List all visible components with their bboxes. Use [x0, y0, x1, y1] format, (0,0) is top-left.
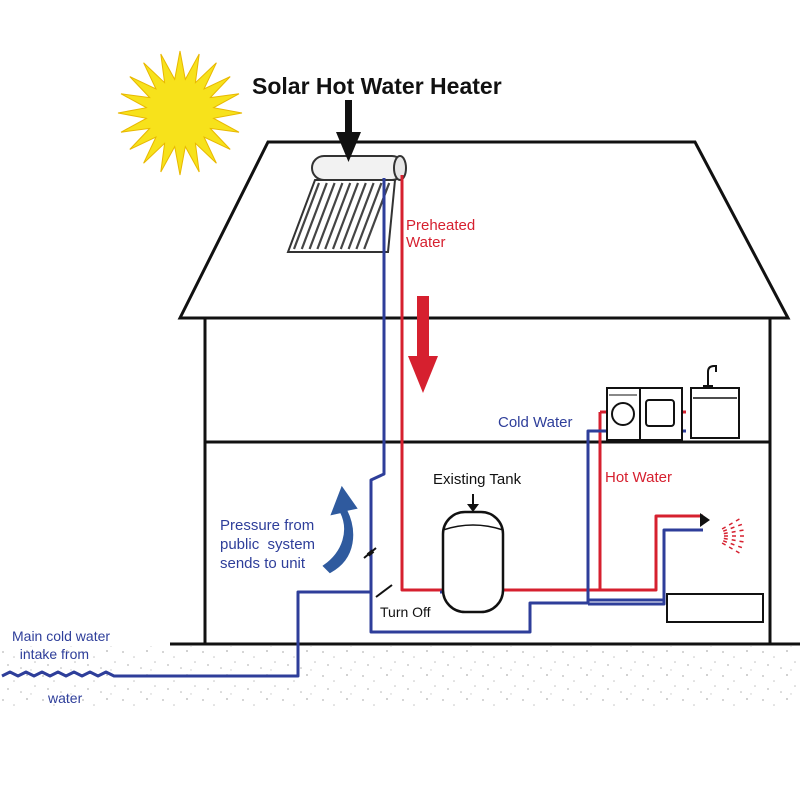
bathtub — [666, 593, 764, 623]
title-arrow-icon — [336, 100, 361, 162]
pressure-arrow-icon — [322, 485, 358, 574]
roof — [177, 140, 791, 320]
label-preheated-water: Preheated Water — [406, 217, 476, 252]
sink-icon — [690, 365, 740, 439]
label-existing-tank: Existing Tank — [433, 471, 522, 488]
existing-tank — [441, 494, 505, 614]
preheated-arrow-icon — [408, 296, 438, 393]
valve-icon — [363, 547, 393, 598]
label-turn-off: Turn Off — [380, 604, 431, 620]
diagram-title: Solar Hot Water Heater — [252, 73, 502, 99]
solar-collector-icon — [286, 155, 407, 253]
label-hot-water: Hot Water — [605, 469, 672, 486]
sun-icon — [117, 50, 243, 176]
shower-head-icon — [700, 513, 744, 554]
label-water: water — [48, 690, 83, 706]
label-main-intake: Main cold water intake from — [12, 628, 111, 663]
label-cold-water: Cold Water — [498, 414, 573, 431]
washing-machine-icon — [606, 387, 683, 441]
label-pressure: Pressure from public system sends to uni… — [220, 517, 316, 572]
